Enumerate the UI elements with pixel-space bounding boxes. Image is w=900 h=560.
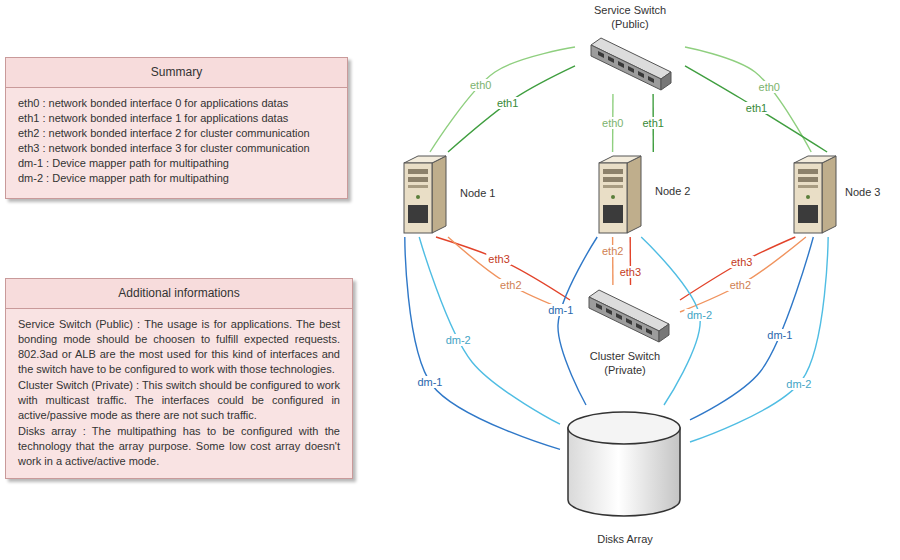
link-label: dm-1: [765, 329, 794, 341]
link-label: eth0: [757, 81, 782, 93]
network-link: [430, 47, 575, 152]
note-text: eth3 : network bonded interface 3 for cl…: [6, 141, 347, 156]
network-link: [405, 237, 560, 449]
link-label: eth1: [640, 117, 665, 129]
link-label: eth3: [486, 253, 511, 265]
network-link: [690, 237, 828, 442]
storage-node: Disks Array: [560, 405, 690, 553]
link-label: eth2: [728, 279, 753, 291]
network-link: [448, 66, 575, 152]
server-node: Node 3: [790, 152, 896, 237]
switch-icon: [589, 290, 669, 342]
note-text: Service Switch (Public) : The usage is f…: [6, 317, 352, 377]
link-label: dm-2: [444, 334, 473, 346]
link-label: eth3: [618, 266, 643, 278]
notes-box: Additional informationsService Switch (P…: [5, 278, 353, 479]
network-link: [558, 237, 597, 405]
link-label: dm-1: [415, 376, 444, 388]
server-node: Node 2: [595, 152, 705, 237]
network-link: [630, 237, 632, 285]
note-text: Disks array : The multipathing has to be…: [6, 424, 352, 469]
link-label: eth0: [600, 117, 625, 129]
network-link: [612, 237, 614, 285]
box-heading: Summary: [6, 58, 347, 88]
node-label: Cluster Switch (Private): [582, 349, 668, 377]
network-link: [680, 237, 795, 300]
note-text: eth1 : network bonded interface 1 for ap…: [6, 111, 347, 126]
link-label: eth2: [600, 245, 625, 257]
node-label: Node 1: [460, 186, 520, 200]
server-icon: [794, 156, 836, 233]
server-node: Node 1: [400, 152, 520, 237]
node-label: Disks Array: [560, 532, 690, 546]
note-text: dm-2 : Device mapper path for multipathi…: [6, 171, 347, 186]
link-label: eth2: [498, 279, 523, 291]
switch-node: Service Switch (Public): [575, 0, 685, 94]
note-text: eth2 : network bonded interface 2 for cl…: [6, 126, 347, 141]
link-label: eth1: [495, 97, 520, 109]
disk-cylinder: [568, 412, 680, 516]
server-icon: [404, 156, 446, 233]
box-heading: Additional informations: [6, 279, 352, 309]
network-link: [685, 66, 827, 152]
network-link: [680, 237, 806, 312]
network-link: [448, 237, 570, 312]
network-link: [436, 237, 570, 300]
link-label: eth1: [744, 102, 769, 114]
network-link: [685, 47, 811, 152]
note-text: dm-1 : Device mapper path for multipathi…: [6, 156, 347, 171]
link-label: eth0: [468, 79, 493, 91]
link-label: eth3: [729, 256, 754, 268]
switch-icon: [591, 38, 671, 90]
node-label: Service Switch (Public): [593, 3, 667, 31]
node-label: Node 2: [655, 184, 705, 198]
summary-box: Summary eth0 : network bonded interface 0…: [5, 57, 348, 199]
server-icon: [599, 156, 641, 233]
link-label: dm-1: [546, 304, 575, 316]
link-label: dm-2: [784, 378, 813, 390]
link-label: dm-2: [685, 309, 714, 321]
switch-node: Cluster Switch (Private): [570, 285, 680, 385]
network-link: [419, 237, 560, 424]
note-text: eth0 : network bonded interface 0 for ap…: [6, 96, 347, 111]
network-link: [690, 237, 813, 420]
note-text: Cluster Switch (Private) : This switch s…: [6, 378, 352, 423]
node-label: Node 3: [845, 185, 896, 199]
